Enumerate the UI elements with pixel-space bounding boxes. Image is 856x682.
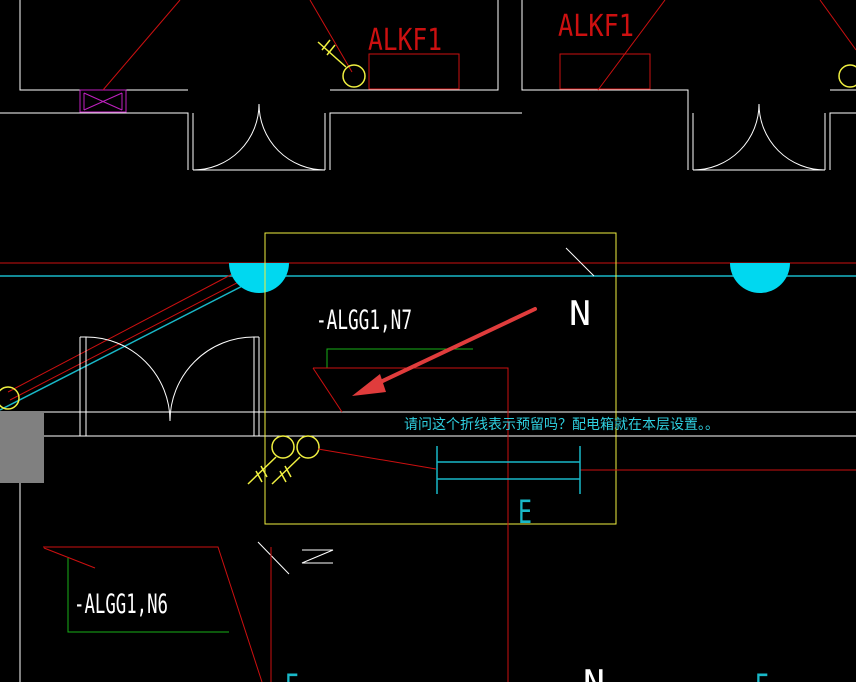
corridor-conduit: [0, 275, 856, 411]
wire-label-n-bottom: N: [583, 663, 605, 682]
switch-pair: [247, 435, 320, 485]
upper-right-double-door: [692, 103, 826, 171]
letter-e-center: E: [518, 493, 532, 531]
switch-feed-wiring: [317, 448, 856, 471]
circuit-label-n7: -ALGG1,N7: [316, 305, 412, 336]
circuit-label-n6: -ALGG1,N6: [74, 589, 168, 620]
reserved-fold-line: [312, 348, 509, 682]
lower-double-door: [85, 336, 255, 422]
room-label-right: ALKF1: [558, 9, 634, 44]
wire-label-n-upper: N: [569, 294, 591, 334]
lower-red-wiring: [43, 546, 272, 682]
neutral-tick-lower: [257, 541, 290, 575]
panel-alkf1-left: ALKF1: [368, 23, 460, 90]
highlight-box: [264, 232, 617, 525]
letter-e-bottom-left: E: [285, 667, 299, 682]
ceiling-light-left: [229, 263, 289, 293]
upper-red-wiring: [102, 0, 856, 91]
rotated-n-symbol: [301, 549, 334, 564]
valve-symbol: [79, 89, 127, 113]
switch-upper-right: [838, 64, 856, 88]
annotation-question: 请问这个折线表示预留吗？配电箱就在本层设置。。: [404, 417, 719, 433]
upper-walls: [0, 0, 856, 170]
structural-column: [0, 411, 44, 483]
panel-alkf1-right: ALKF1: [558, 9, 651, 90]
neutral-tick-upper: [565, 247, 595, 277]
room-label-left: ALKF1: [368, 23, 442, 58]
n6-green-leader: [67, 558, 229, 633]
upper-left-double-door: [192, 103, 326, 171]
annotation-arrow: [352, 307, 537, 396]
diagonal-red-wiring: [7, 269, 263, 401]
switch-left-corridor: [0, 386, 20, 410]
fluorescent-fixture: [436, 446, 581, 494]
lower-walls: [0, 336, 856, 682]
switch-upper-left: [317, 39, 366, 88]
ceiling-light-right: [730, 263, 790, 293]
letter-e-bottom-right: E: [755, 667, 769, 682]
